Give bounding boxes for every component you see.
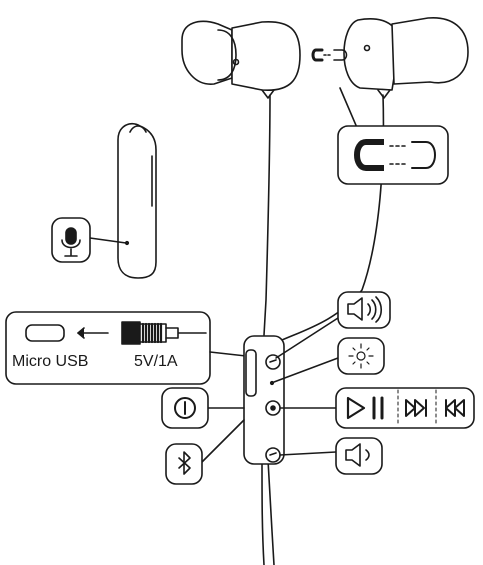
microphone-icon xyxy=(61,227,81,257)
right-earbud xyxy=(343,17,469,99)
led-box xyxy=(337,337,385,375)
led-leader xyxy=(273,357,339,383)
bluetooth-icon xyxy=(178,451,191,475)
volume-up-icon xyxy=(347,296,383,323)
micro-usb-label: Micro USB xyxy=(12,353,89,370)
arrow-left-icon xyxy=(77,327,109,339)
vol-down-leader xyxy=(279,451,337,456)
volume-down-icon xyxy=(345,443,370,467)
charging-leader xyxy=(209,351,247,357)
previous-track-icon xyxy=(445,399,465,417)
power-spec-label: 5V/1A xyxy=(134,353,178,370)
next-track-icon xyxy=(405,399,427,417)
remote-control xyxy=(243,335,285,465)
magnet-icon xyxy=(354,139,436,171)
play-pause-icon xyxy=(346,396,384,420)
led-indicator-icon xyxy=(348,343,374,369)
usb-port-icon xyxy=(25,324,65,342)
bluetooth-leader xyxy=(201,419,245,463)
left-earbud xyxy=(181,20,301,99)
power-icon xyxy=(174,397,196,419)
volume-up-button xyxy=(337,291,391,329)
left-cable xyxy=(263,94,271,336)
usb-cable-icon xyxy=(121,321,207,345)
volume-down-button xyxy=(335,437,383,475)
magnet-leader xyxy=(339,87,359,131)
magnet-small-icon xyxy=(311,48,348,62)
mic-leader xyxy=(89,237,127,244)
neck-clip xyxy=(117,122,157,279)
lower-cable xyxy=(261,459,275,565)
charging-panel xyxy=(5,311,211,385)
vol-up-leader xyxy=(275,317,339,359)
